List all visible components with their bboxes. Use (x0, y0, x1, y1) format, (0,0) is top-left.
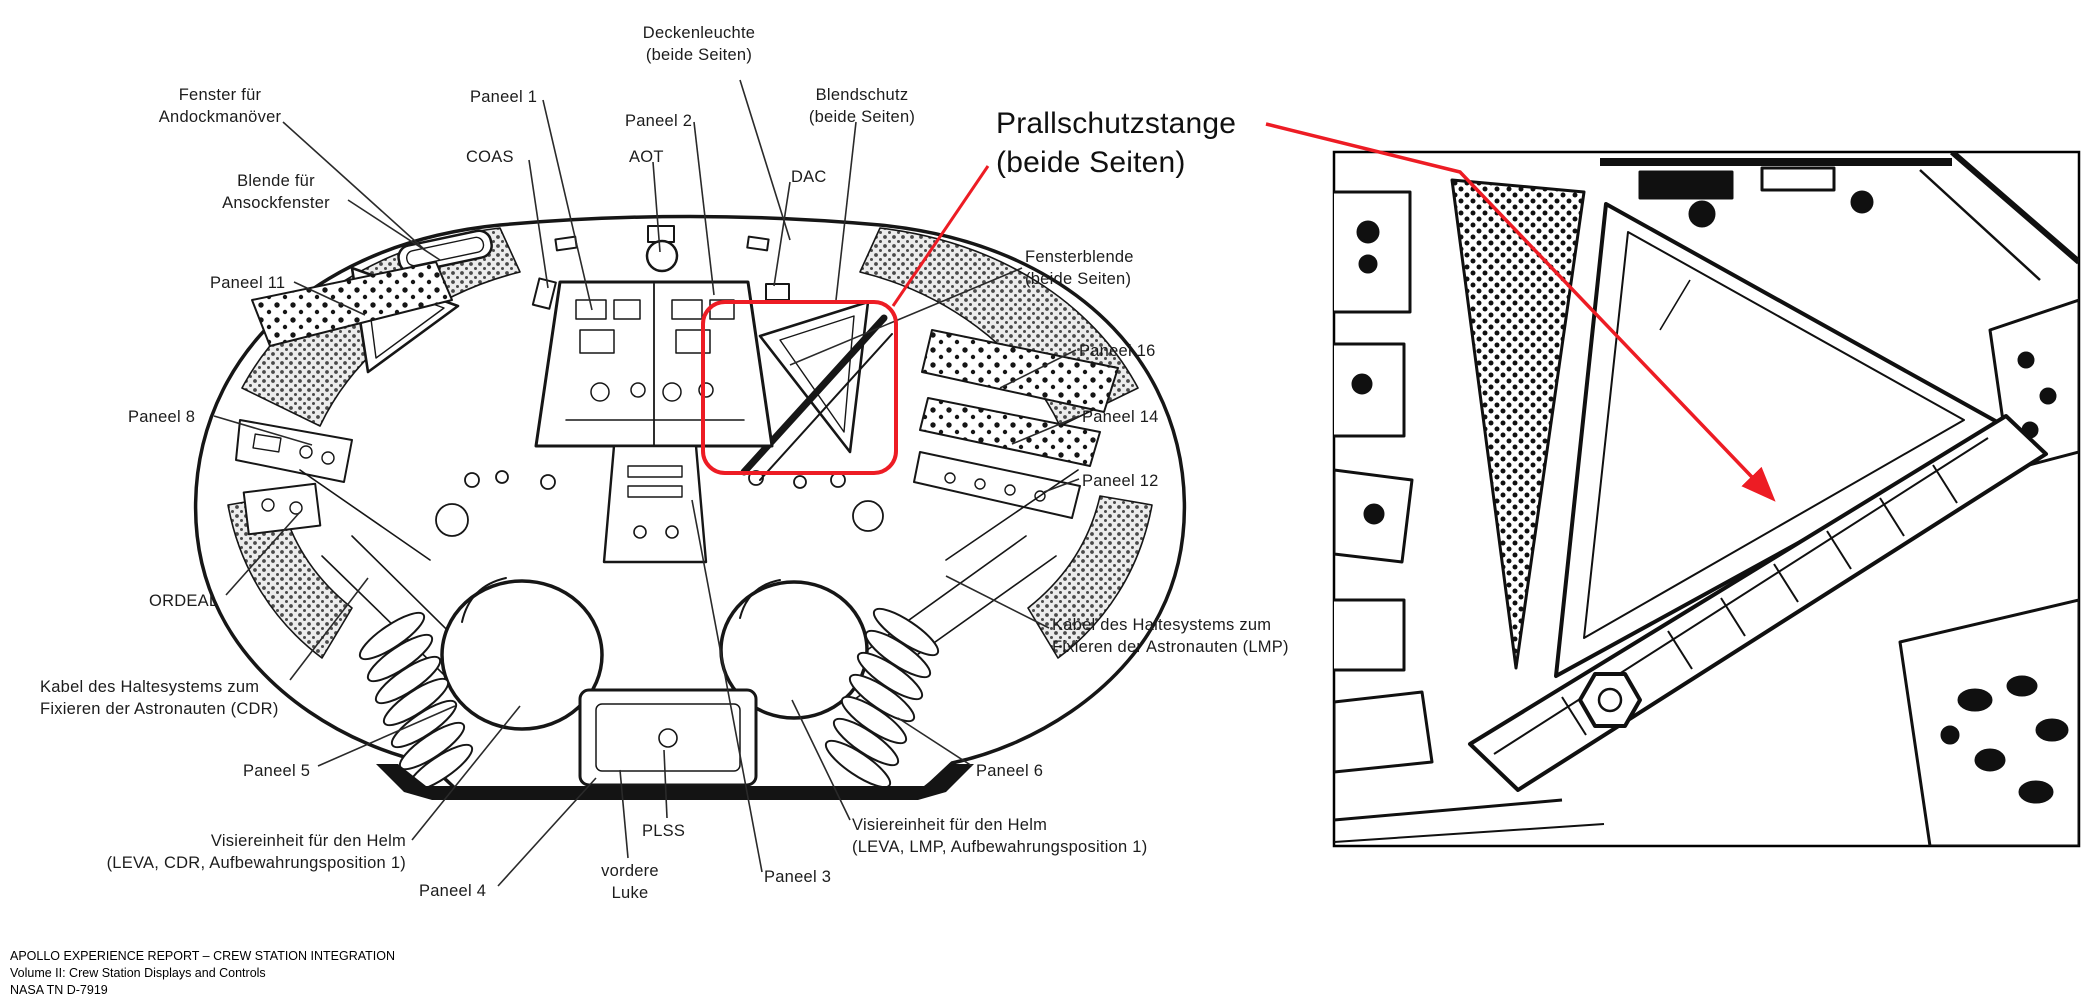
cabin-floor (376, 764, 974, 800)
leader-kabel-lmp (945, 575, 1050, 629)
leader-paneel-14 (1011, 415, 1080, 445)
panel-11-grille (251, 261, 453, 347)
label-fensterblende: Fensterblende (beide Seiten) (1025, 248, 1134, 289)
leader-paneel-11 (293, 281, 366, 316)
detail-inset (1332, 150, 2081, 848)
leader-plss (663, 749, 668, 819)
ordeal-unit (242, 482, 322, 536)
label-vordere-luke: vordere Luke (601, 862, 659, 903)
red-link-box-to-label (891, 165, 990, 307)
leader-ordeal (225, 511, 301, 596)
label-kabel-cdr: Kabel des Haltesystems zum Fixieren der … (40, 678, 279, 719)
center-console (534, 280, 774, 448)
label-paneel-16: Paneel 16 (1079, 342, 1156, 360)
leader-coas (528, 159, 549, 289)
docking-window (397, 229, 493, 274)
detail-knob-console (1898, 598, 2079, 846)
stipple-wedge-right (1027, 495, 1153, 659)
helmet-cdr (440, 577, 604, 731)
label-paneel-8: Paneel 8 (128, 408, 196, 426)
leader-paneel-12 (1043, 478, 1080, 493)
label-visier-lmp: Visiereinheit für den Helm (LEVA, LMP, A… (852, 816, 1148, 857)
panel-12-knobs (944, 472, 1046, 502)
leader-deckenleuchte (739, 79, 791, 241)
red-highlight-box (701, 300, 898, 475)
misc-fittings (435, 470, 884, 537)
stipple-wedge-left (227, 495, 353, 659)
label-kabel-lmp: Kabel des Haltesystems zum Fixieren der … (1052, 616, 1289, 657)
label-blendschutz: Blendschutz (beide Seiten) (808, 86, 916, 127)
figure-footer: APOLLO EXPERIENCE REPORT – CREW STATION … (10, 948, 395, 999)
label-paneel-6: Paneel 6 (976, 762, 1044, 780)
panel-16-grille (921, 329, 1119, 413)
label-coas: COAS (466, 148, 514, 166)
label-aot: AOT (629, 148, 664, 166)
leader-kabel-cdr (289, 577, 369, 681)
label-paneel-12: Paneel 12 (1082, 472, 1159, 490)
detail-hex-clamp (1578, 672, 1642, 728)
cabin-cutaway-drawing (193, 214, 1187, 800)
footer-document-number: NASA TN D-7919 (10, 982, 108, 997)
forward-hatch-plss (578, 688, 758, 787)
leader-blendschutz (835, 121, 857, 301)
label-paneel-4: Paneel 4 (419, 882, 487, 900)
leader-fensterblende (789, 267, 1023, 366)
leader-vordere-luke (619, 769, 629, 859)
detail-left-panels (1334, 190, 1434, 774)
leader-visier-lmp (791, 699, 851, 821)
leader-paneel-4 (497, 777, 597, 887)
leader-paneel-6 (897, 717, 973, 767)
leader-paneel-16 (999, 349, 1077, 389)
red-callout-arrow (1265, 122, 1776, 502)
detail-top-mechanism (1600, 152, 2079, 281)
pedestal-console (602, 444, 708, 564)
leader-paneel-5 (317, 705, 456, 767)
label-paneel-2: Paneel 2 (625, 112, 693, 130)
leader-fenster-andock (282, 121, 426, 251)
label-paneel-14: Paneel 14 (1082, 408, 1159, 426)
red-annotations (701, 122, 1776, 502)
hose-left (358, 611, 474, 793)
label-deckenleuchte: Deckenleuchte (beide Seiten) (642, 24, 756, 65)
label-paneel-5: Paneel 5 (243, 762, 311, 780)
detail-dotted-wedge (1450, 178, 1586, 670)
panel-14-grille (919, 397, 1101, 467)
leader-paneel-3 (691, 499, 763, 873)
label-ordeal: ORDEAL (149, 592, 219, 610)
label-paneel-3: Paneel 3 (764, 868, 832, 886)
label-paneel-1: Paneel 1 (470, 88, 538, 106)
label-blende-ansock: Blende für Ansockfenster (222, 172, 330, 213)
leader-lines (213, 79, 1080, 887)
label-prallschutzstange: Prallschutzstange (beide Seiten) (996, 107, 1237, 179)
panel-8-details (252, 433, 335, 465)
leader-paneel-8 (213, 415, 313, 446)
leader-paneel-1 (542, 99, 593, 311)
hose-right (824, 607, 940, 789)
footer-volume: Volume II: Crew Station Displays and Con… (10, 965, 266, 980)
label-plss: PLSS (642, 822, 686, 840)
detail-bottom-lines (1334, 798, 1605, 843)
label-dac: DAC (791, 168, 827, 186)
label-visier-cdr: Visiereinheit für den Helm (LEVA, CDR, A… (106, 832, 406, 873)
leader-dac (773, 181, 791, 287)
label-fenster-andock: Fenster für Andockmanöver (158, 86, 282, 127)
label-paneel-11: Paneel 11 (210, 274, 286, 292)
panel-12-face (913, 451, 1081, 519)
leader-blende-ansock (347, 199, 441, 261)
footer-report-title: APOLLO EXPERIENCE REPORT – CREW STATION … (10, 949, 396, 963)
leader-aot (652, 161, 661, 253)
leader-paneel-2 (693, 121, 715, 296)
leader-visier-cdr (411, 705, 521, 841)
